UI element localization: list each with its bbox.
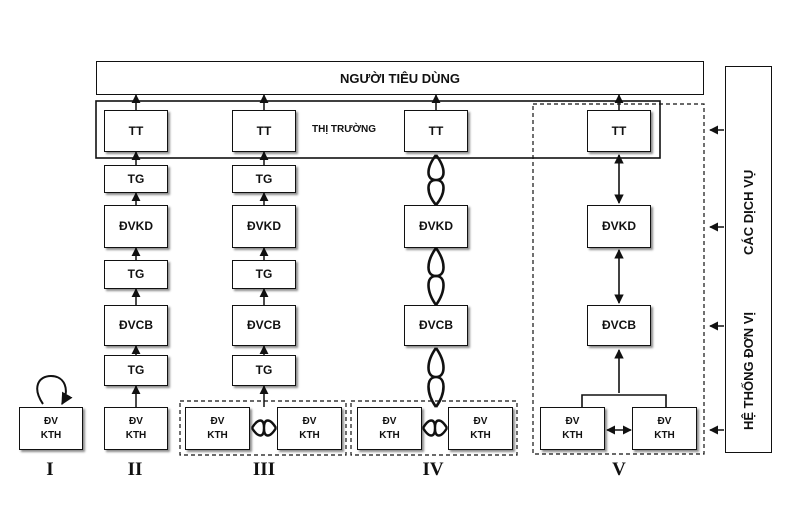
- tt-box-iii: TT: [232, 110, 296, 152]
- dvkd-box-iii: ĐVKD: [232, 205, 296, 248]
- market-label: THỊ TRƯỜNG: [312, 124, 377, 135]
- dvkd-box-iv: ĐVKD: [404, 205, 468, 248]
- infinity-link-iv-1: [427, 154, 445, 206]
- dv-kth-box-v-right: ĐV KTH: [632, 407, 697, 450]
- column-label-iv: IV: [422, 459, 444, 480]
- tg-box-iii-bottom: TG: [232, 355, 296, 386]
- dv-kth-box-iii-left: ĐV KTH: [185, 407, 250, 450]
- tg-box-ii-bottom: TG: [104, 355, 168, 386]
- tg-box-ii-mid: TG: [104, 260, 168, 289]
- dv-kth-box-ii: ĐV KTH: [104, 407, 168, 450]
- consumer-bar: NGƯỜI TIÊU DÙNG: [96, 61, 704, 95]
- infinity-link-iv-2b: [427, 247, 445, 306]
- dvcb-box-iv: ĐVCB: [404, 305, 468, 346]
- dvkd-box-ii: ĐVKD: [104, 205, 168, 248]
- tg-box-iii-top: TG: [232, 165, 296, 193]
- dv-kth-box-v-left: ĐV KTH: [540, 407, 605, 450]
- dv-kth-box-iii-right: ĐV KTH: [277, 407, 342, 450]
- column-label-iii: III: [252, 459, 276, 480]
- infinity-link-iv: [421, 419, 449, 437]
- bracket-v: [581, 394, 667, 407]
- infinity-link-iii: [250, 419, 278, 437]
- dv-kth-box-iv-left: ĐV KTH: [357, 407, 422, 450]
- column-label-i: I: [46, 459, 54, 480]
- dvcb-box-ii: ĐVCB: [104, 305, 168, 346]
- group-iv-frame: [350, 400, 518, 456]
- dv-kth-box-iv-right: ĐV KTH: [448, 407, 513, 450]
- tg-box-ii-top: TG: [104, 165, 168, 193]
- tt-box-iv: TT: [404, 110, 468, 152]
- group-iii-frame: [179, 400, 347, 456]
- tt-box-v: TT: [587, 110, 651, 152]
- self-loop-arrow: [36, 374, 73, 406]
- services-bar: [725, 66, 772, 453]
- dvkd-box-v: ĐVKD: [587, 205, 651, 248]
- services-label-1: HỆ THỐNG ĐƠN VỊ: [741, 312, 756, 430]
- dv-kth-box-i: ĐV KTH: [19, 407, 83, 450]
- market-frame: [95, 100, 661, 159]
- dvcb-box-iii: ĐVCB: [232, 305, 296, 346]
- column-label-ii: II: [127, 459, 143, 480]
- services-label-2: CÁC DỊCH VỤ: [741, 169, 756, 255]
- dvcb-box-v: ĐVCB: [587, 305, 651, 346]
- tg-box-iii-mid: TG: [232, 260, 296, 289]
- column-label-v: V: [612, 459, 626, 480]
- tt-box-ii: TT: [104, 110, 168, 152]
- infinity-link-iv-3: [427, 347, 445, 408]
